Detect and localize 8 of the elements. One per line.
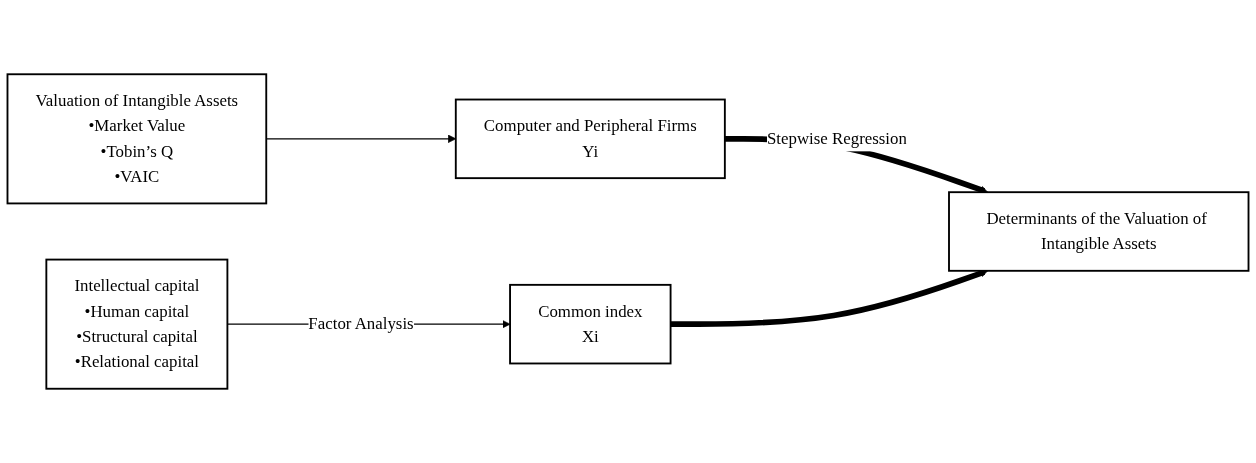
edge-label: Factor Analysis xyxy=(308,314,414,334)
node-box: Determinants of the Valuation of Intangible Assets xyxy=(948,191,1250,272)
arrow xyxy=(670,269,989,327)
node-box: Valuation of Intangible Assets •Market Value •Tobin’s Q •VAIC xyxy=(6,73,268,205)
node-box: Common index Xi xyxy=(509,283,672,365)
node-box: Intellectual capital •Human capital •Structural capital •Relational capital xyxy=(45,258,229,390)
node-box: Computer and Peripheral Firms Yi xyxy=(454,98,726,180)
edge-label: Stepwise Regression xyxy=(766,129,907,148)
